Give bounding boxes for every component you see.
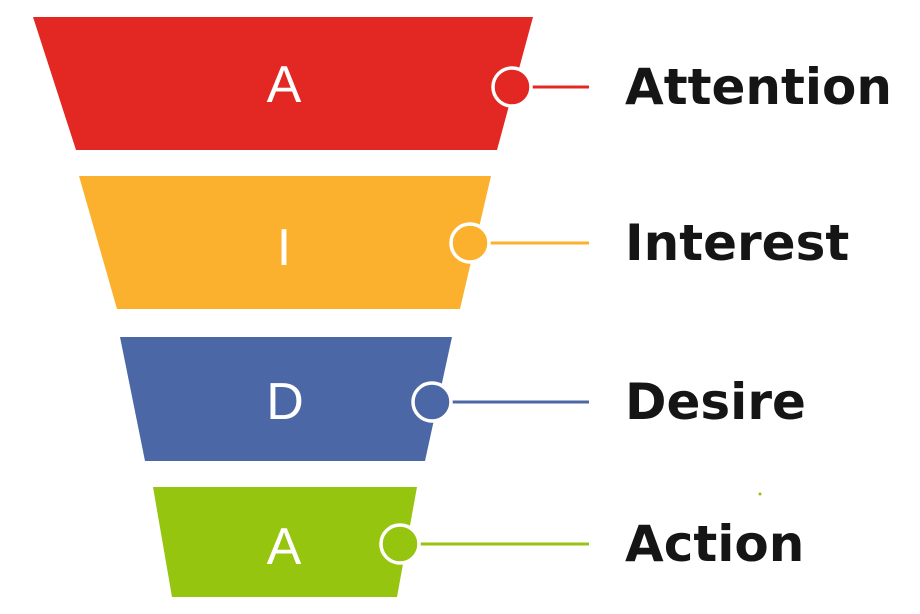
funnel-stage-desire: D Desire [120, 337, 806, 461]
connector-dot-attention [491, 66, 533, 108]
funnel-band-attention [33, 17, 533, 150]
stage-letter-desire: D [266, 373, 304, 431]
funnel-stage-attention: A Attention [33, 17, 892, 150]
connector-dot-interest [449, 222, 491, 264]
funnel-band-interest [79, 176, 491, 309]
funnel-stage-action: A Action [153, 487, 804, 597]
stage-label-action: Action [625, 515, 804, 573]
funnel-stage-interest: I Interest [79, 176, 849, 309]
stage-label-interest: Interest [625, 214, 849, 272]
stray-speck [758, 492, 762, 496]
connector-dot-action [379, 523, 421, 565]
stage-letter-interest: I [277, 219, 291, 277]
stage-label-attention: Attention [625, 58, 892, 116]
funnel-band-action [153, 487, 417, 597]
funnel-band-desire [120, 337, 452, 461]
stage-label-desire: Desire [625, 373, 806, 431]
stage-letter-action: A [267, 518, 302, 576]
connector-dot-desire [411, 381, 453, 423]
stage-letter-attention: A [267, 56, 302, 114]
